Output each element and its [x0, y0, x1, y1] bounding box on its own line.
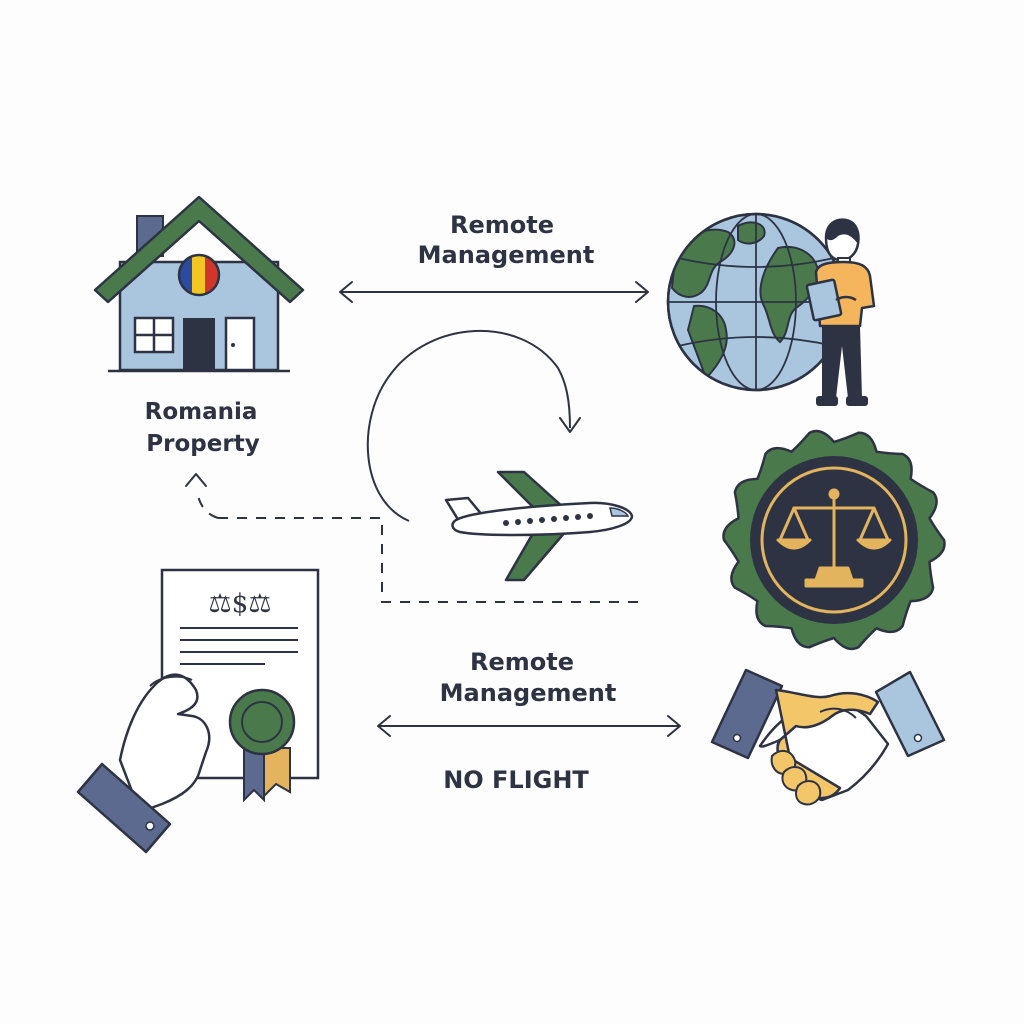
globe-with-person-icon	[666, 212, 876, 406]
airplane-icon	[444, 470, 634, 582]
document-with-ribbon-icon: ⚖$⚖	[76, 568, 320, 854]
top-management-label: Management	[418, 241, 595, 269]
bottom-management-label: Management	[440, 679, 617, 707]
person-icon	[805, 218, 876, 406]
top-double-arrow	[339, 281, 649, 303]
top-remote-label: Remote	[450, 211, 554, 239]
house-with-romanian-flag-icon	[93, 195, 305, 373]
romanian-flag-icon	[177, 253, 221, 297]
property-label: Property	[146, 431, 259, 457]
bottom-remote-label: Remote	[470, 648, 574, 676]
curved-arrow-head	[559, 417, 581, 433]
scales-of-justice-seal-icon	[722, 429, 946, 651]
document-header-symbols: ⚖$⚖	[208, 589, 271, 619]
curved-arrow	[366, 329, 571, 522]
no-flight-label: NO FLIGHT	[443, 766, 589, 794]
handshake-icon	[710, 668, 946, 806]
bottom-double-arrow	[377, 715, 681, 737]
romania-label: Romania	[145, 399, 258, 425]
dashed-return-path	[185, 473, 638, 603]
